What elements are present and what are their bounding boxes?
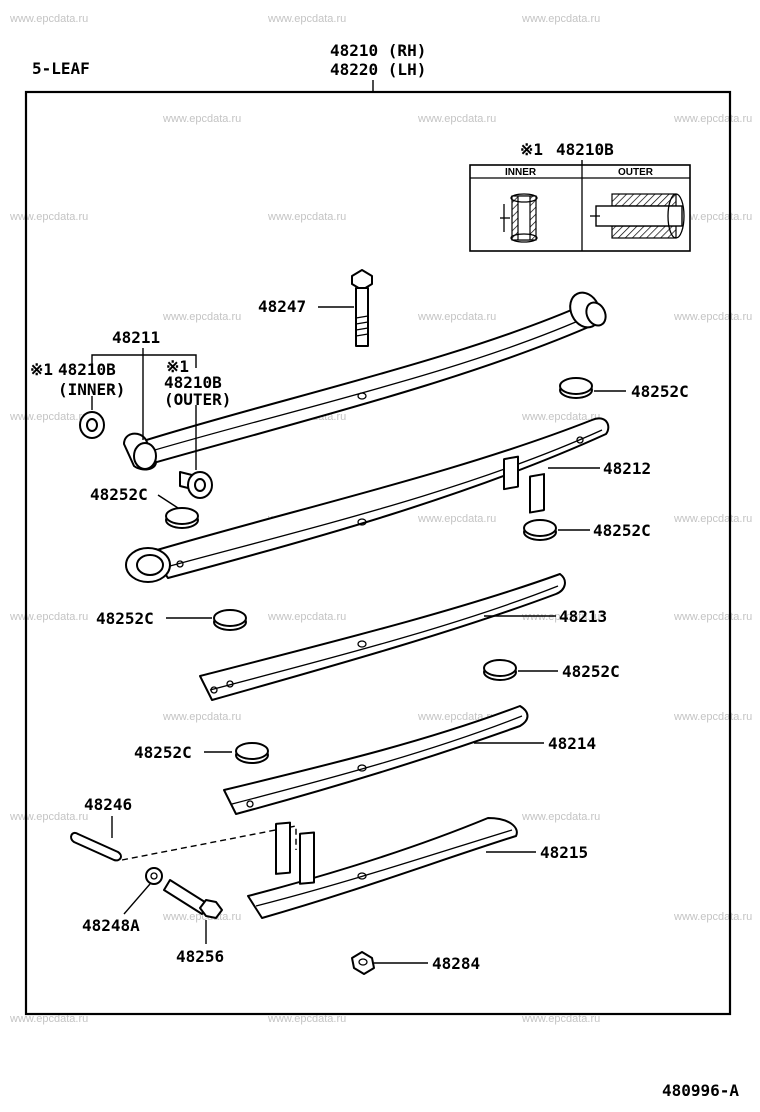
callout-48252c-2: 48252C	[90, 485, 148, 504]
watermark: www.epcdata.ru	[267, 13, 346, 25]
watermark: www.epcdata.ru	[267, 1013, 346, 1025]
watermark: www.epcdata.ru	[162, 911, 241, 923]
watermark: www.epcdata.ru	[162, 311, 241, 323]
watermark: www.epcdata.ru	[267, 211, 346, 223]
watermark: www.epcdata.ru	[673, 113, 752, 125]
diagram-id: 480996-A	[662, 1081, 739, 1100]
watermark: www.epcdata.ru	[673, 211, 752, 223]
watermark: www.epcdata.ru	[9, 1013, 88, 1025]
callout-48252c-5: 48252C	[562, 662, 620, 681]
inset-note-mark: ※1	[520, 140, 543, 159]
leaf-spring-48211	[123, 291, 607, 471]
silencer-pad-1	[559, 377, 593, 399]
leaf-spring-48214	[223, 705, 529, 815]
inner-bushing-48210b	[79, 411, 105, 439]
outer-bushing-48210b	[179, 471, 213, 499]
watermark: www.epcdata.ru	[162, 113, 241, 125]
leaf-spring-48215	[247, 817, 518, 919]
callout-48214: 48214	[548, 734, 596, 753]
watermark: www.epcdata.ru	[673, 611, 752, 623]
watermark: www.epcdata.ru	[521, 811, 600, 823]
callout-inner-note: ※1	[30, 360, 53, 379]
callout-48284: 48284	[432, 954, 480, 973]
silencer-pad-3	[523, 519, 557, 541]
assembly-rh-label: 48210 (RH)	[330, 41, 426, 60]
watermark: www.epcdata.ru	[9, 13, 88, 25]
watermark: www.epcdata.ru	[9, 211, 88, 223]
watermark: www.epcdata.ru	[521, 611, 600, 623]
silencer-pad-4	[213, 609, 247, 631]
washer-48248a	[145, 867, 163, 885]
watermark: www.epcdata.ru	[417, 513, 496, 525]
watermark: www.epcdata.ru	[673, 711, 752, 723]
callout-inner-part: 48210B	[58, 360, 116, 379]
watermark: www.epcdata.ru	[417, 311, 496, 323]
callout-48215: 48215	[540, 843, 588, 862]
inset-outer-label: OUTER	[618, 167, 654, 178]
watermark: www.epcdata.ru	[9, 811, 88, 823]
assembly-frame	[24, 90, 732, 1016]
clip-bolt-48256	[163, 879, 223, 919]
outer-bushing-section-icon	[590, 193, 685, 239]
callout-48246: 48246	[84, 795, 132, 814]
silencer-pad-5	[483, 659, 517, 681]
watermark: www.epcdata.ru	[521, 13, 600, 25]
callout-48252c-4: 48252C	[96, 609, 154, 628]
callout-48213: 48213	[559, 607, 607, 626]
callout-outer-part: 48210B	[164, 373, 222, 392]
watermark: www.epcdata.ru	[417, 711, 496, 723]
leaf-spring-48212	[125, 417, 610, 583]
center-bolt-48247	[351, 269, 373, 347]
callout-outer-desc: (OUTER)	[164, 390, 231, 409]
leaf-spring-48213	[199, 455, 566, 701]
watermark: www.epcdata.ru	[673, 911, 752, 923]
watermark: www.epcdata.ru	[673, 311, 752, 323]
watermark: www.epcdata.ru	[9, 611, 88, 623]
callout-48211: 48211	[112, 328, 160, 347]
callout-outer-note: ※1	[166, 357, 189, 376]
callout-48247: 48247	[258, 297, 306, 316]
watermark: www.epcdata.ru	[162, 711, 241, 723]
bushing-detail-inset: ※1 48210B INNER OUTER	[469, 140, 691, 252]
callout-48252c-3: 48252C	[593, 521, 651, 540]
silencer-pad-2	[165, 507, 199, 529]
watermark: www.epcdata.ru	[673, 513, 752, 525]
callout-48212: 48212	[603, 459, 651, 478]
callout-48252c-1: 48252C	[631, 382, 689, 401]
inset-inner-label: INNER	[505, 167, 537, 178]
assembly-lh-label: 48220 (LH)	[330, 60, 426, 79]
watermark: www.epcdata.ru	[417, 113, 496, 125]
silencer-pad-6	[235, 742, 269, 764]
pin-48246	[70, 832, 122, 862]
leaf-count-label: 5-LEAF	[32, 59, 90, 78]
inner-bushing-section-icon	[500, 193, 538, 243]
inset-part-label: 48210B	[556, 140, 614, 159]
watermark: www.epcdata.ru	[521, 411, 600, 423]
callout-48248a: 48248A	[82, 916, 140, 935]
watermark: www.epcdata.ru	[9, 411, 88, 423]
callout-48256: 48256	[176, 947, 224, 966]
callout-inner-desc: (INNER)	[58, 380, 125, 399]
watermark: www.epcdata.ru	[521, 1013, 600, 1025]
assembly-relation-line	[121, 825, 297, 861]
callout-48252c-6: 48252C	[134, 743, 192, 762]
watermark: www.epcdata.ru	[267, 611, 346, 623]
nut-48284	[351, 951, 375, 975]
